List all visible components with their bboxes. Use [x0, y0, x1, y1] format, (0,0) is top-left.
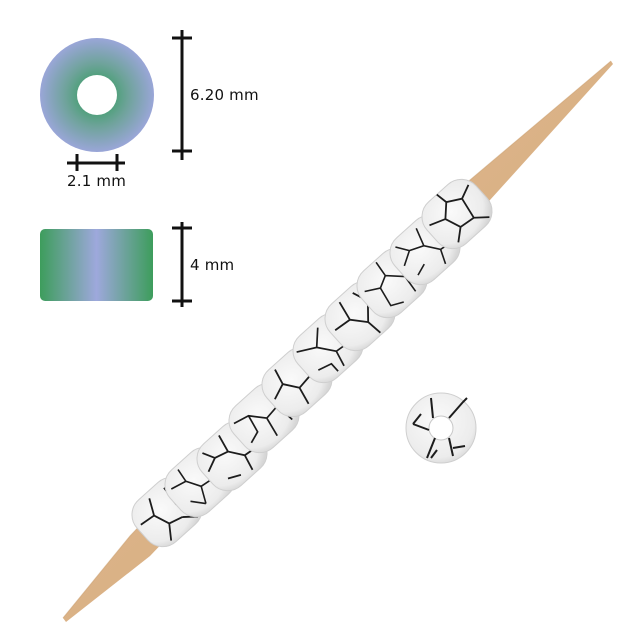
hole-diameter-label: 2.1 mm	[67, 172, 127, 190]
bead-hole	[77, 75, 117, 115]
outer-diameter-dimension-line	[172, 30, 192, 160]
outer-diameter-label: 6.20 mm	[190, 86, 259, 104]
top-view-diagram	[40, 30, 192, 171]
bead-side-view	[40, 229, 153, 301]
beads-on-stick	[131, 178, 493, 548]
hole-diameter-dimension-line	[67, 154, 125, 171]
side-view-diagram	[40, 222, 192, 307]
height-label: 4 mm	[190, 256, 235, 274]
bead	[421, 178, 493, 250]
loose-bead	[405, 392, 477, 464]
height-dimension-line	[172, 222, 192, 307]
